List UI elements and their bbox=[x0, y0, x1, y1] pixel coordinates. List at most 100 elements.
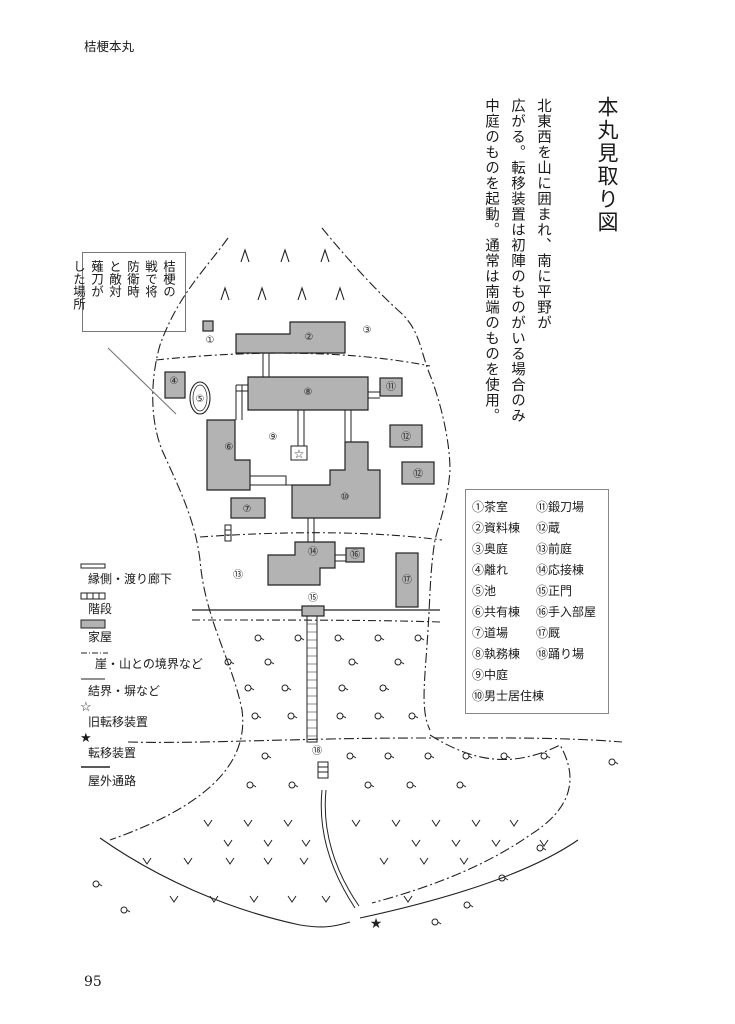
wall bbox=[155, 352, 431, 367]
legend-item: ⑩男士居住棟 bbox=[472, 689, 545, 703]
building-archive bbox=[235, 321, 346, 354]
marker-15: ⑮ bbox=[308, 592, 318, 604]
building-reception bbox=[267, 541, 336, 586]
callout-line: 戦で将 bbox=[143, 260, 158, 298]
section-header: 桔梗本丸 bbox=[84, 39, 135, 54]
building-shared bbox=[206, 419, 251, 491]
corridor bbox=[335, 554, 346, 562]
legend-item: ⑮正門 bbox=[536, 584, 573, 598]
legend-item: ②資料棟 bbox=[472, 521, 521, 535]
symbol-legend-label: 屋外通路 bbox=[88, 774, 137, 788]
legend-item: ④離れ bbox=[472, 563, 509, 577]
callout-line: と敵対 bbox=[107, 260, 122, 298]
landing-steps bbox=[318, 766, 328, 773]
callout-line: 桔梗の bbox=[161, 260, 176, 298]
callout-line: 防衛時 bbox=[125, 260, 140, 298]
corridor bbox=[344, 410, 352, 442]
corridor bbox=[307, 518, 315, 542]
corridor bbox=[368, 391, 380, 399]
building-quarters bbox=[291, 441, 381, 519]
legend-item: ⑭応接棟 bbox=[536, 563, 585, 577]
cliff-boundary bbox=[109, 237, 244, 841]
marker-12: ⑫ bbox=[413, 468, 423, 480]
description-line: 北東西を山に囲まれ、南に平野が bbox=[535, 98, 551, 331]
teleporter-symbol: ★ bbox=[80, 731, 92, 746]
marker-4: ④ bbox=[170, 376, 179, 387]
building-forge bbox=[379, 377, 403, 397]
landing-stairs bbox=[317, 761, 329, 779]
teleporter-icon: ★ bbox=[370, 916, 383, 932]
page-number: 95 bbox=[84, 974, 102, 990]
building-office bbox=[247, 376, 369, 411]
legend-item: ③奥庭 bbox=[472, 542, 509, 556]
stairs-symbol-steps bbox=[86, 593, 100, 599]
house-symbol bbox=[80, 619, 106, 629]
wall bbox=[191, 619, 441, 623]
legend-item: ⑦道場 bbox=[472, 626, 509, 640]
plain-boundary bbox=[99, 837, 351, 928]
pond-inner bbox=[192, 384, 208, 412]
wall bbox=[199, 532, 443, 541]
callout-line: 薙刀が bbox=[89, 260, 104, 298]
legend-item: ⑨中庭 bbox=[472, 668, 509, 682]
corridor bbox=[297, 410, 305, 446]
description-line: 中庭のものを起動。通常は南端のものを使用。 bbox=[483, 98, 499, 424]
pond bbox=[189, 381, 211, 415]
legend-item: ⑧執務棟 bbox=[472, 647, 521, 661]
cliff-boundary bbox=[371, 734, 571, 904]
marker-14: ⑭ bbox=[308, 546, 318, 558]
corridor bbox=[262, 354, 270, 377]
callout-box: 桔梗の 戦で将 防衛時 と敵対 薙刀が した場所 bbox=[71, 252, 186, 332]
description-line: 広がる。転移装置は初陣のものがいる場合のみ bbox=[509, 98, 525, 424]
symbol-legend-label: 縁側・渡り廊下 bbox=[88, 572, 173, 586]
symbol-legend-label: 階段 bbox=[88, 602, 113, 616]
old-teleporter-frame bbox=[290, 445, 308, 461]
callout-pointer bbox=[107, 347, 177, 415]
mountain-marks bbox=[220, 248, 345, 301]
callout-text: 桔梗の 戦で将 防衛時 と敵対 薙刀が した場所 bbox=[69, 260, 177, 330]
building-storehouse bbox=[401, 461, 435, 485]
symbol-legend-icons bbox=[80, 563, 110, 768]
marker-11: ⑪ bbox=[386, 381, 396, 393]
marker-18: ⑱ bbox=[312, 745, 322, 757]
veranda-symbol bbox=[80, 563, 106, 569]
legend-item: ⑫蔵 bbox=[536, 521, 561, 535]
building-dojo bbox=[230, 497, 266, 519]
marker-5: ⑤ bbox=[196, 394, 205, 405]
symbol-legend: 縁側・渡り廊下 階段 家屋 崖・山との境界など 結界・塀など ☆ 旧転移装置 ★… bbox=[78, 560, 238, 790]
old-teleporter-symbol: ☆ bbox=[80, 700, 92, 715]
walkway-steps bbox=[307, 623, 317, 737]
marker-10: ⑩ bbox=[341, 492, 350, 503]
old-teleporter-icon: ☆ bbox=[294, 447, 305, 461]
grass-marks bbox=[142, 819, 549, 903]
map-title: 本丸見取り図 bbox=[595, 96, 619, 234]
place-legend: ①茶室 ②資料棟 ③奥庭 ④離れ ⑤池 ⑥共有棟 ⑦道場 ⑧執務棟 ⑨中庭 ⑩男… bbox=[465, 489, 609, 714]
legend-item: ⑰厩 bbox=[536, 626, 561, 640]
legend-item: ①茶室 bbox=[472, 500, 509, 514]
symbol-legend-label: 結界・塀など bbox=[88, 684, 161, 698]
marker-12: ⑫ bbox=[401, 431, 411, 443]
legend-item: ⑯手入部屋 bbox=[536, 605, 597, 619]
marker-3: ③ bbox=[363, 325, 372, 336]
symbol-legend-label: 転移装置 bbox=[88, 746, 137, 760]
building-storehouse bbox=[389, 424, 423, 448]
marker-9: ⑨ bbox=[269, 432, 278, 443]
legend-item: ⑱踊り場 bbox=[536, 647, 585, 661]
stairs-step bbox=[225, 529, 231, 536]
stairs bbox=[224, 524, 232, 542]
corridor bbox=[235, 384, 248, 420]
outdoor-path bbox=[320, 789, 360, 909]
marker-6: ⑥ bbox=[225, 442, 234, 453]
marker-8: ⑧ bbox=[304, 387, 313, 398]
building-annex bbox=[164, 371, 186, 399]
plain-boundary bbox=[359, 839, 579, 919]
cliff-boundary bbox=[321, 227, 451, 731]
legend-item: ⑪鍛刀場 bbox=[536, 500, 585, 514]
main-walkway bbox=[306, 615, 318, 743]
description: 北東西を山に囲まれ、南に平野が 広がる。転移装置は初陣のものがいる場合のみ 中庭… bbox=[478, 98, 556, 424]
legend-item: ⑥共有棟 bbox=[472, 605, 521, 619]
building-stable bbox=[395, 552, 419, 608]
tree-marks bbox=[92, 634, 619, 926]
symbol-legend-label: 旧転移装置 bbox=[88, 715, 149, 729]
